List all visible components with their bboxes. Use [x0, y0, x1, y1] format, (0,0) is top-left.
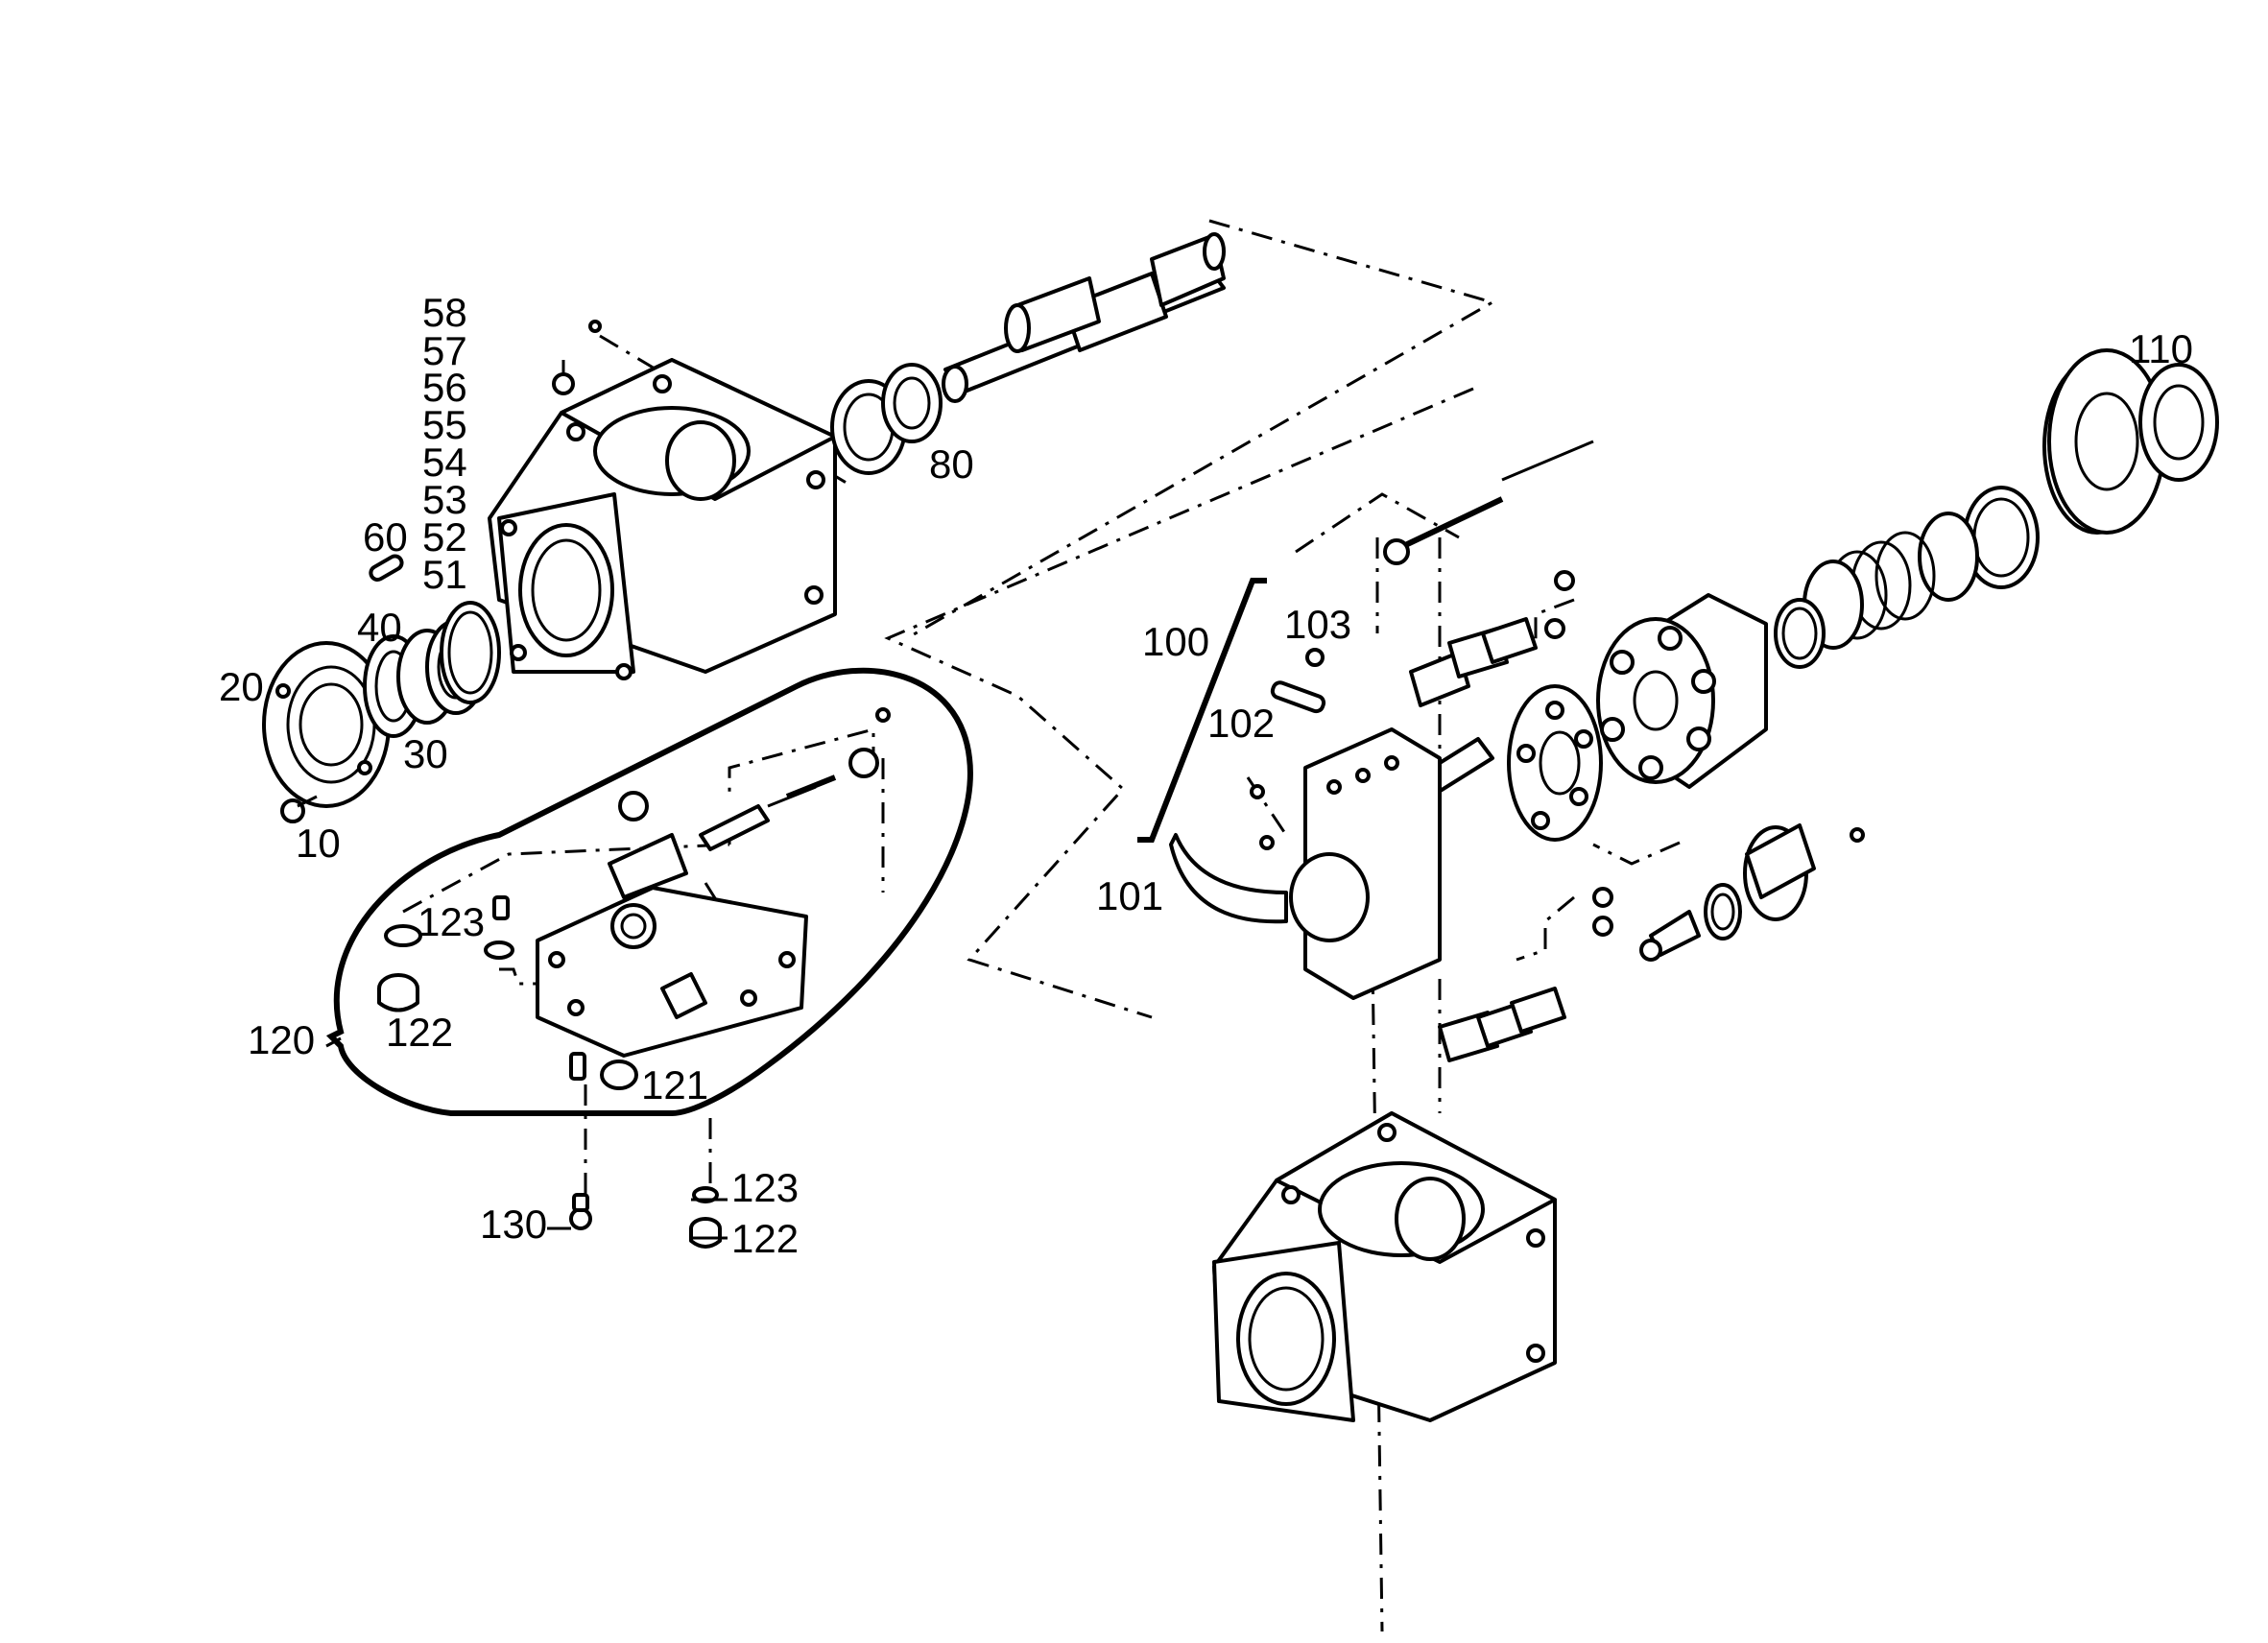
label-30: 30 — [403, 731, 448, 776]
cover-flange-20 — [262, 641, 391, 808]
label-101: 101 — [1096, 873, 1163, 918]
spring — [1802, 512, 1979, 650]
plug-123-upper — [384, 924, 422, 947]
pin-103 — [1305, 648, 1325, 667]
valve-plate — [1507, 684, 1603, 842]
small-pin — [1250, 784, 1275, 850]
label-55: 55 — [422, 402, 467, 447]
valve-lever-bracket — [608, 791, 688, 899]
cap-122-upper — [377, 973, 419, 1012]
lower-brackets — [1438, 887, 1613, 1062]
label-103: 103 — [1284, 602, 1351, 647]
label-56: 56 — [422, 365, 467, 410]
valve-body-plate — [536, 886, 808, 1058]
spacer-ring — [1774, 598, 1826, 669]
label-53: 53 — [422, 477, 467, 522]
label-40: 40 — [357, 605, 402, 650]
label-123-upper: 123 — [418, 899, 485, 944]
washer-small — [484, 895, 514, 960]
control-rod — [1383, 440, 1594, 565]
label-100: 100 — [1142, 619, 1209, 664]
pump-housing-lower — [1212, 1111, 1557, 1422]
label-52: 52 — [422, 514, 467, 560]
label-leader-ticks — [325, 1036, 728, 1240]
label-121: 121 — [641, 1062, 708, 1107]
label-102: 102 — [1207, 701, 1275, 746]
swash-block-housing — [1289, 727, 1442, 1000]
label-130: 130 — [480, 1202, 547, 1247]
label-120: 120 — [248, 1017, 315, 1062]
cylinder-block — [1596, 593, 1768, 789]
plug-121 — [569, 1052, 638, 1090]
bracket-plates — [1409, 570, 1575, 707]
label-57: 57 — [422, 328, 467, 373]
drive-shaft — [942, 232, 1226, 403]
valve-spool — [699, 707, 891, 851]
label-10: 10 — [296, 821, 341, 866]
label-122-upper: 122 — [386, 1010, 453, 1055]
screw-130 — [569, 1193, 592, 1230]
servo-piston — [1639, 823, 1865, 962]
saddle-bearing-101 — [1169, 833, 1288, 924]
label-58: 58 — [422, 290, 467, 335]
end-plate-110 — [2042, 348, 2219, 535]
label-123-lower: 123 — [731, 1165, 799, 1210]
key-pin-60 — [369, 554, 404, 582]
retaining-ring — [1963, 486, 2040, 589]
label-122-lower: 122 — [731, 1216, 799, 1261]
label-54: 54 — [422, 440, 467, 485]
label-51: 51 — [422, 552, 467, 597]
label-20: 20 — [219, 664, 264, 709]
control-valve-group-120 — [325, 667, 973, 1116]
group-bracket-100 — [1137, 578, 1267, 843]
shim-51 — [440, 601, 501, 704]
part-number-labels: 58 57 56 55 54 53 52 51 60 40 20 30 10 8… — [219, 290, 2193, 1261]
tapered-bearing-80 — [830, 363, 943, 475]
label-80: 80 — [929, 441, 974, 487]
pump-housing-upper — [488, 320, 837, 680]
cap-122-lower — [689, 1217, 722, 1249]
label-60: 60 — [363, 514, 408, 560]
label-110: 110 — [2129, 326, 2193, 371]
screw-10 — [280, 795, 318, 823]
lever-102 — [1270, 680, 1326, 714]
